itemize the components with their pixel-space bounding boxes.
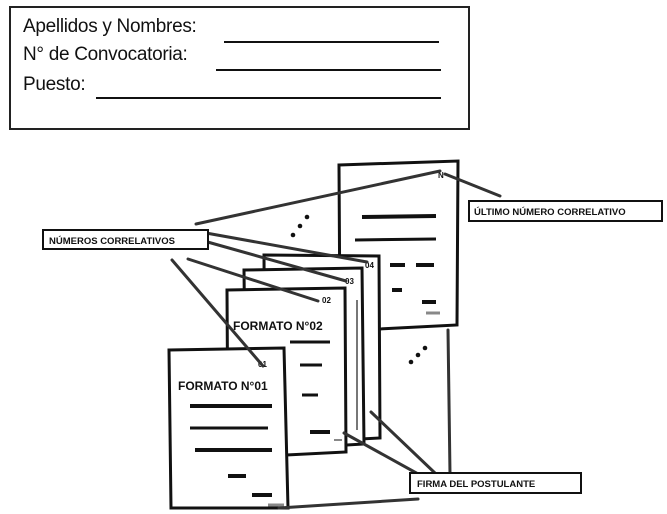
page-number-last: N: [438, 171, 444, 180]
callout-ultimo-numero: ÚLTIMO NÚMERO CORRELATIVO: [468, 200, 663, 222]
field-label-full-name: Apellidos y Nombres:: [23, 16, 197, 37]
page-title-formato-02: FORMATO N°02: [233, 319, 323, 333]
leader-lines-numbers: [170, 169, 442, 368]
field-line-call-number: [216, 69, 441, 71]
callout-firma-postulante: FIRMA DEL POSTULANTE: [409, 472, 582, 494]
page-number-02: 02: [322, 296, 331, 305]
page-title-formato-01: FORMATO N°01: [178, 379, 268, 393]
document-page-01: 01 FORMATO N°01: [167, 346, 290, 510]
ellipsis-dots-upper: [290, 214, 310, 238]
ellipsis-dots-lower: [408, 345, 428, 365]
page-number-03: 03: [345, 277, 354, 286]
page-number-04: 04: [365, 261, 374, 270]
field-line-position: [96, 97, 441, 99]
field-line-full-name: [224, 41, 439, 43]
callout-ultimo-label: ÚLTIMO NÚMERO CORRELATIVO: [474, 206, 626, 218]
callout-numeros-label: NÚMEROS CORRELATIVOS: [49, 235, 175, 247]
callout-numeros-correlativos: NÚMEROS CORRELATIVOS: [42, 229, 209, 250]
leader-line-last-number: [443, 172, 502, 198]
field-label-position: Puesto:: [23, 74, 86, 95]
field-label-call-number: N° de Convocatoria:: [23, 44, 188, 65]
applicant-form-box: Apellidos y Nombres: N° de Convocatoria:…: [9, 6, 470, 130]
callout-firma-label: FIRMA DEL POSTULANTE: [417, 479, 535, 490]
